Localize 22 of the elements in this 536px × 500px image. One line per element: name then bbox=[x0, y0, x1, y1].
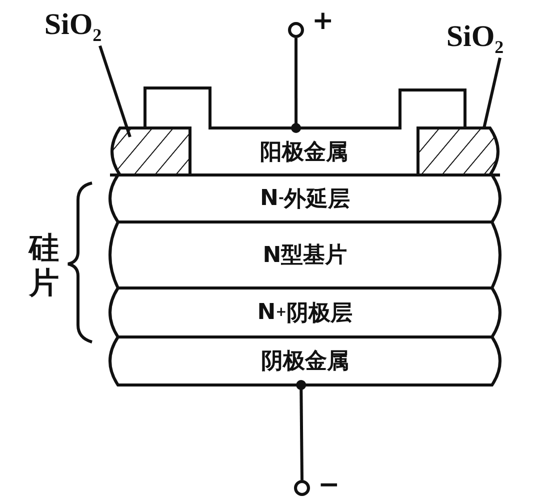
layer-label: N型基片 bbox=[262, 242, 348, 270]
leader-line bbox=[482, 57, 502, 128]
oxide-block bbox=[110, 128, 190, 175]
callout-text: SiO$_{2}$ bbox=[420, 20, 530, 56]
leader-line bbox=[98, 45, 132, 138]
oxide-block bbox=[418, 128, 500, 175]
polarity-sign: − bbox=[318, 470, 340, 500]
callout-text: SiO$_{2}$ bbox=[18, 8, 128, 44]
wire bbox=[296, 380, 306, 480]
part-label: 硅片 bbox=[28, 232, 60, 301]
terminal-circle bbox=[294, 480, 310, 496]
layer-band bbox=[110, 337, 500, 385]
layer-label: 阴极金属 bbox=[260, 348, 350, 376]
terminal-circle bbox=[288, 22, 304, 38]
layer-label: N$^{-}$外延层 bbox=[259, 185, 351, 214]
polarity-sign: + bbox=[312, 6, 334, 36]
layer-band bbox=[110, 288, 500, 337]
wire bbox=[291, 38, 302, 134]
layer-band bbox=[110, 175, 500, 222]
layer-band bbox=[110, 222, 500, 288]
layer-label: 阳极金属 bbox=[259, 138, 349, 166]
layer-label: N$^{+}$阴极层 bbox=[256, 299, 354, 328]
